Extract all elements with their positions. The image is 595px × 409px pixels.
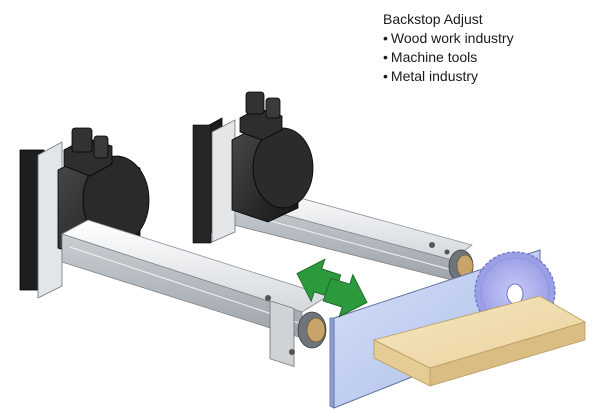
application-item: Wood work industry [383, 29, 514, 48]
application-item: Machine tools [383, 48, 514, 67]
linear-actuator-front [60, 219, 329, 368]
application-list: Wood work industry Machine tools Metal i… [383, 29, 514, 86]
caption-title: Backstop Adjust [383, 11, 483, 27]
servo-motor-back [192, 91, 314, 244]
application-caption: Backstop Adjust Wood work industry Machi… [383, 10, 514, 86]
application-item: Metal industry [383, 67, 514, 86]
wooden-board [372, 295, 587, 387]
move-right-arrow-icon [322, 273, 368, 318]
